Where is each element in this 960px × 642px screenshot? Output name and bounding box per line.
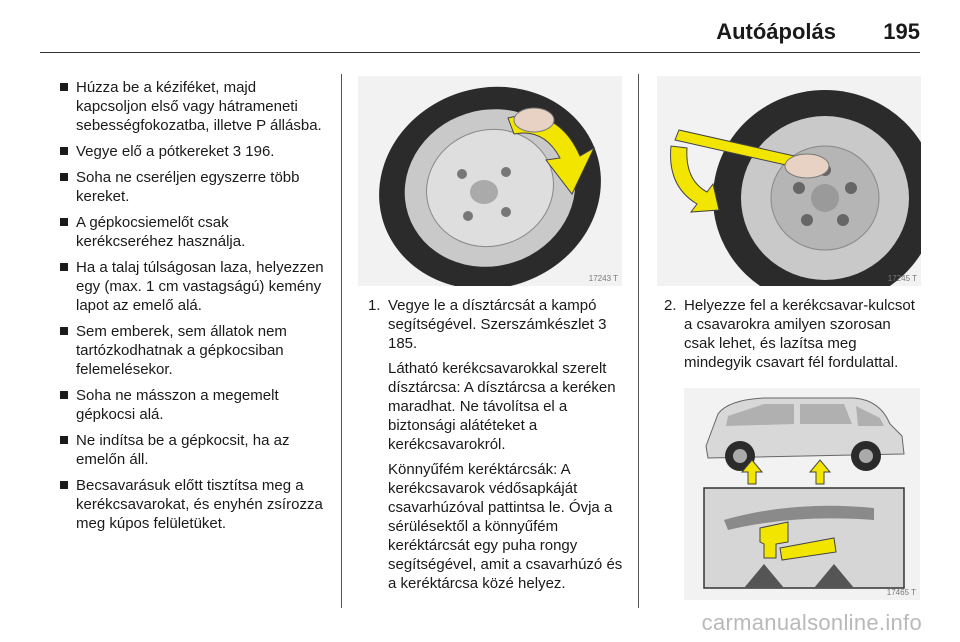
bullet-square-icon: [60, 83, 68, 91]
bullet-item: Soha ne cseréljen egyszerre több kereket…: [60, 168, 328, 206]
bullet-item: Vegye elő a pótkereket 3 196.: [60, 142, 328, 161]
safety-bullet-list: Húzza be a kéziféket, majd kapcsoljon el…: [60, 78, 328, 540]
bullet-item: Soha ne másszon a megemelt gépkocsi alá.: [60, 386, 328, 424]
bullet-square-icon: [60, 327, 68, 335]
page-header: Autóápolás 195: [40, 12, 920, 53]
figure-number: 17465 T: [886, 588, 916, 597]
page-title: Autóápolás: [716, 19, 836, 44]
bullet-item: Sem emberek, sem állatok nem tartózkodha…: [60, 322, 328, 379]
hubcap-removal-illustration: 17243 T: [358, 76, 622, 286]
step-number: 2.: [664, 297, 677, 314]
step-paragraph: Helyezze fel a kerékcsavar-kulcsot a csa…: [684, 297, 915, 371]
bullet-item: Ne indítsa be a gépkocsit, ha az emelőn …: [60, 431, 328, 469]
page-number: 195: [883, 19, 920, 44]
bullet-item: Ha a talaj túlságosan laza, helyezzen eg…: [60, 258, 328, 315]
bullet-square-icon: [60, 147, 68, 155]
column-divider-1: [341, 74, 342, 608]
step-2: 2. Helyezze fel a kerékcsavar-kulcsot a …: [664, 296, 920, 378]
step-paragraph: Könnyűfém keréktárcsák: A kerékcsavarok …: [388, 461, 623, 592]
watermark-text: carmanualsonline.info: [701, 610, 922, 635]
step-1: 1. Vegye le a dísztárcsát a kampó segíts…: [368, 296, 630, 599]
bullet-square-icon: [60, 173, 68, 181]
bullet-item: A gépkocsiemelőt csak kerékcseréhez hasz…: [60, 213, 328, 251]
bullet-square-icon: [60, 263, 68, 271]
step-paragraph: Vegye le a dísztárcsát a kampó segítségé…: [388, 297, 607, 352]
bullet-square-icon: [60, 481, 68, 489]
jacking-points-illustration: 17465 T: [684, 388, 920, 600]
bullet-square-icon: [60, 391, 68, 399]
figure-number: 17243 T: [588, 274, 618, 283]
step-paragraph: Látható kerékcsavarokkal szerelt dísztár…: [388, 360, 616, 453]
column-divider-2: [638, 74, 639, 608]
bullet-square-icon: [60, 218, 68, 226]
figure-number: 17245 T: [887, 274, 917, 283]
bullet-square-icon: [60, 436, 68, 444]
wrench-loosening-illustration: 17245 T: [657, 76, 921, 286]
step-number: 1.: [368, 297, 381, 314]
bullet-item: Becsavarásuk előtt tisztítsa meg a kerék…: [60, 476, 328, 533]
bullet-item: Húzza be a kéziféket, majd kapcsoljon el…: [60, 78, 328, 135]
